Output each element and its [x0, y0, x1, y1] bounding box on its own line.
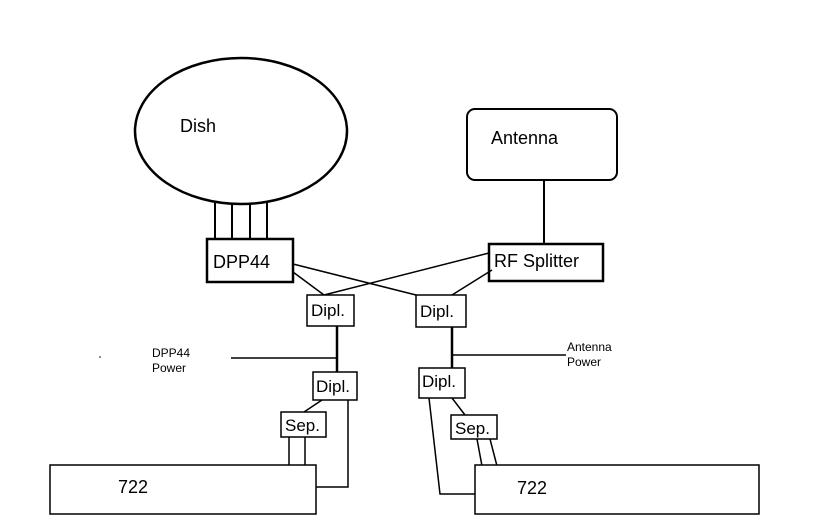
dish-label: Dish — [180, 116, 216, 136]
separator-cables — [288, 437, 498, 467]
separator-right-label: Sep. — [455, 419, 490, 438]
receiver-left-box — [49, 464, 317, 515]
diplexer-left-bottom-box — [312, 371, 358, 401]
dpp44-power-label-line1: DPP44 — [152, 346, 190, 360]
right-dipl-to-sep — [451, 397, 466, 416]
rf-splitter-box — [487, 242, 605, 283]
separator-left-label: Sep. — [285, 416, 320, 435]
diplexer-left-top-box — [306, 294, 355, 327]
dpp44-box — [205, 237, 295, 284]
diplexer-right-top-box — [415, 294, 467, 328]
left-dipl-to-receiver — [316, 400, 349, 488]
dish-shape — [133, 56, 349, 206]
receiver-right-box — [474, 464, 760, 515]
dish-cables — [214, 202, 268, 240]
stray-dot — [99, 356, 101, 358]
antenna-power-label-line2: Power — [567, 355, 601, 369]
antenna-label: Antenna — [491, 128, 559, 148]
diplexer-right-bottom-box — [418, 367, 466, 399]
receiver-left-label: 722 — [118, 477, 148, 497]
antenna-power-label-line1: Antenna — [567, 340, 612, 354]
diplexer-right-top-label: Dipl. — [420, 302, 454, 321]
diplexer-right-bottom-label: Dipl. — [422, 372, 456, 391]
crossing-cables — [292, 252, 493, 296]
diplexer-left-top-label: Dipl. — [311, 301, 345, 320]
dpp44-label: DPP44 — [213, 252, 270, 272]
dpp44-power-label-line2: Power — [152, 361, 186, 375]
right-dipl-to-receiver — [428, 397, 475, 495]
antenna-box — [466, 108, 618, 181]
separator-right-box — [450, 414, 498, 440]
rf-splitter-label: RF Splitter — [494, 251, 579, 271]
receiver-right-label: 722 — [517, 478, 547, 498]
separator-left-box — [280, 411, 327, 438]
left-dipl-to-sep — [303, 399, 323, 413]
diplexer-left-bottom-label: Dipl. — [316, 377, 350, 396]
